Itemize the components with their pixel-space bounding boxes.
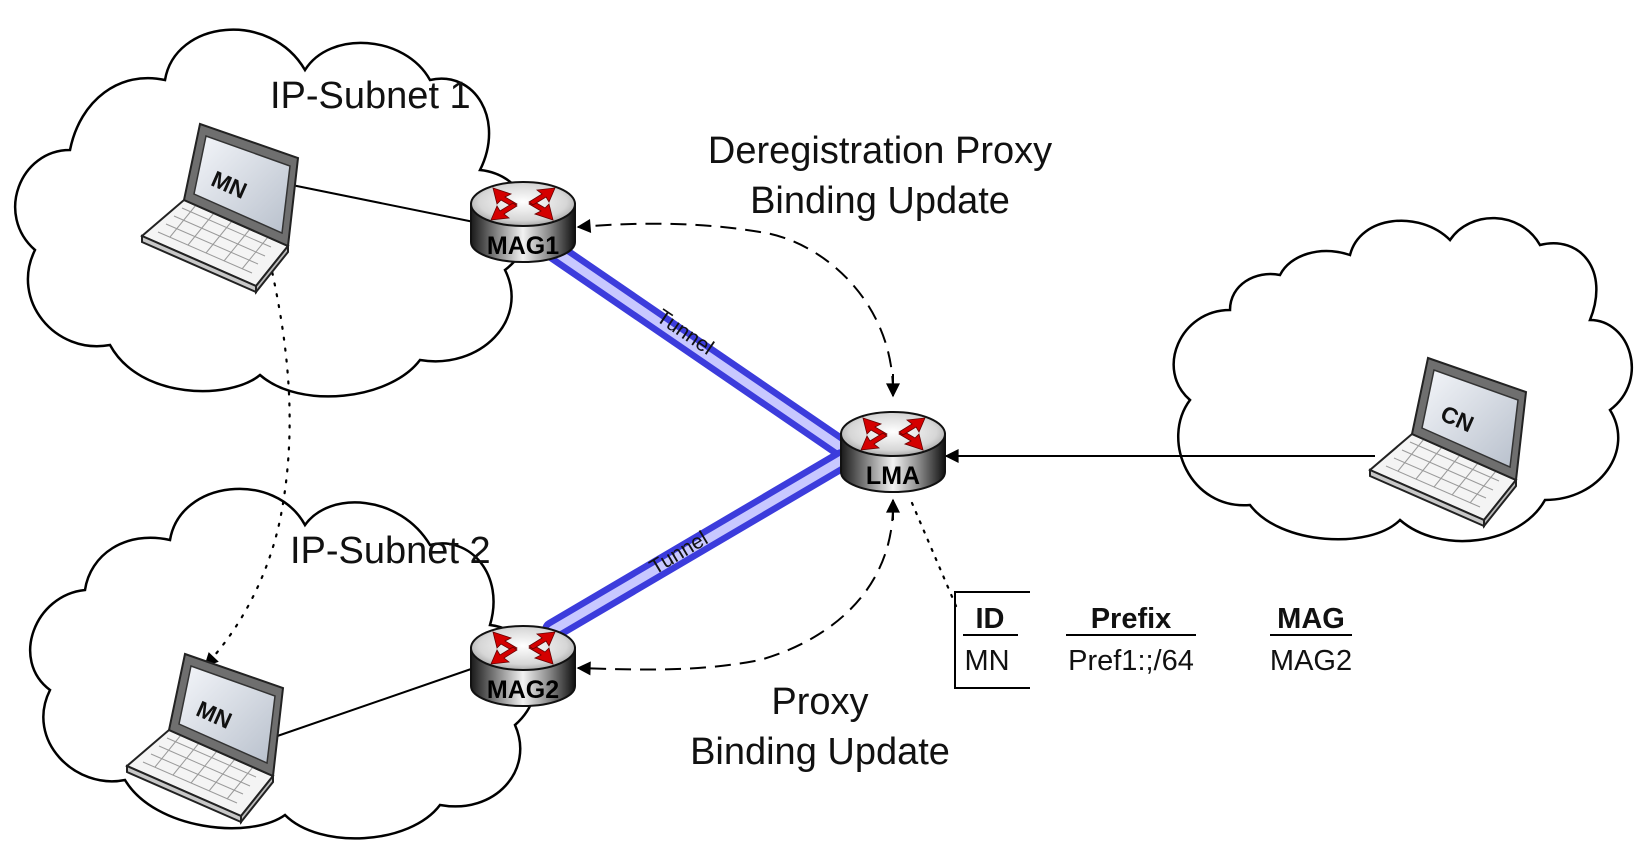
- mn-top-laptop-icon: MN: [141, 123, 299, 293]
- cn-cloud: [1172, 216, 1634, 543]
- lma-table-dotted: [910, 501, 958, 608]
- table-cell-id: MN: [964, 645, 1009, 677]
- mag1-router-icon: MAG1: [470, 181, 576, 263]
- table-header-prefix: Prefix: [1091, 603, 1172, 635]
- mn-movement-dotted: [203, 260, 291, 668]
- table-header-id: ID: [976, 603, 1005, 635]
- pbu-label-line1: Proxy: [771, 681, 868, 723]
- lma-router-icon: LMA: [840, 411, 946, 493]
- subnet2-label: IP-Subnet 2: [290, 530, 491, 572]
- mag1-to-mn-arrow: [280, 178, 475, 223]
- tunnel-upper: [542, 239, 853, 459]
- dereg-label-line1: Deregistration Proxy: [708, 130, 1052, 172]
- table-header-mag: MAG: [1277, 603, 1345, 635]
- dereg-pbu-arrow: [576, 219, 894, 393]
- pbu-label-line2: Binding Update: [690, 731, 950, 773]
- binding-cache-table: ID Prefix MAG MN Pref1:;/64 MAG2: [954, 591, 1352, 689]
- dereg-label-line2: Binding Update: [750, 180, 1010, 222]
- lma-label: LMA: [866, 462, 920, 490]
- mag2-to-mn-arrow: [258, 667, 475, 745]
- table-cell-prefix: Pref1:;/64: [1068, 645, 1194, 677]
- mag2-label: MAG2: [487, 676, 559, 704]
- subnet1-label: IP-Subnet 1: [270, 75, 471, 117]
- mn-bottom-laptop-icon: MN: [126, 653, 284, 823]
- mag2-router-icon: MAG2: [470, 625, 576, 707]
- cn-laptop-icon: CN: [1369, 357, 1527, 527]
- table-cell-mag: MAG2: [1270, 645, 1352, 677]
- mag1-label: MAG1: [487, 232, 559, 260]
- tunnel-lower: [542, 449, 853, 641]
